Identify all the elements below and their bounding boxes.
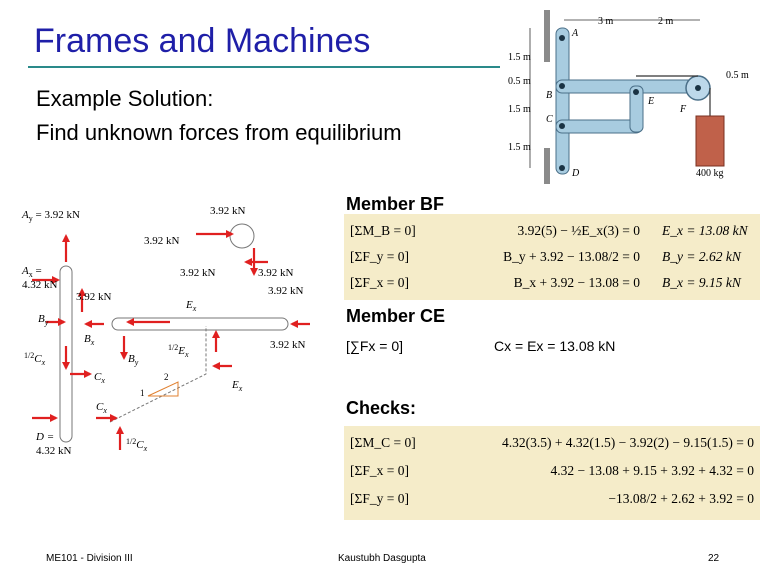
bf-row-1-condition: [ΣM_B = 0] bbox=[350, 223, 416, 238]
bf-row-3-condition: [ΣF_x = 0] bbox=[350, 275, 409, 290]
label-ex-right: Ex bbox=[231, 379, 243, 393]
check-row-1-equation: 4.32(3.5) + 4.32(1.5) − 3.92(2) − 9.15(1… bbox=[501, 435, 754, 450]
pin-c bbox=[559, 123, 565, 129]
fbd-pulley bbox=[229, 223, 255, 249]
point-a-label: A bbox=[571, 28, 579, 39]
point-d-label: D bbox=[571, 168, 580, 179]
pin-a bbox=[559, 35, 565, 41]
bf-row-2-equation: B_y + 3.92 − 13.08/2 = 0 bbox=[503, 249, 640, 264]
member-ce bbox=[555, 119, 643, 134]
bf-row-3-equation: B_x + 3.92 − 13.08 = 0 bbox=[513, 275, 640, 290]
member-ce-result: Cx = Ex = 13.08 kN bbox=[494, 338, 616, 354]
slide-title: Frames and Machines bbox=[34, 22, 371, 60]
checks-heading: Checks: bbox=[346, 398, 417, 418]
label-half-cx-low: 1/2Cx bbox=[126, 437, 148, 453]
fbd-vertical-member bbox=[59, 265, 73, 443]
title-underline bbox=[28, 66, 500, 68]
frame-figure: 3 m 2 m 1.5 m 0.5 m 1.5 m 1.5 m 0.5 m A … bbox=[508, 10, 749, 184]
point-e-label: E bbox=[647, 96, 654, 107]
bf-row-1-equation: 3.92(5) − ½E_x(3) = 0 bbox=[517, 223, 640, 238]
label-half-ex: 1/2Ex bbox=[168, 343, 189, 359]
label-d: D = bbox=[35, 431, 54, 443]
label-ax: Ax = bbox=[21, 265, 42, 279]
member-ce-condition: [∑Fx = 0] bbox=[346, 338, 404, 354]
check-row-3-equation: −13.08/2 + 2.62 + 3.92 = 0 bbox=[608, 491, 754, 506]
label-ex-top: Ex bbox=[185, 299, 197, 313]
check-row-3: [ΣF_y = 0] −13.08/2 + 2.62 + 3.92 = 0 bbox=[350, 488, 754, 510]
dim-3m-label: 3 m bbox=[598, 16, 614, 27]
label-load2: 3.92 kN bbox=[144, 235, 180, 247]
label-ax-value: 4.32 kN bbox=[22, 279, 58, 291]
bf-row-1: [ΣM_B = 0] 3.92(5) − ½E_x(3) = 0 E_x = 1… bbox=[350, 220, 754, 242]
label-by-mid: By bbox=[128, 353, 139, 367]
slope-1-label: 1 bbox=[140, 388, 145, 398]
pin-b bbox=[559, 83, 565, 89]
label-load7: 3.92 kN bbox=[270, 339, 306, 351]
bf-row-3: [ΣF_x = 0] B_x + 3.92 − 13.08 = 0 B_x = … bbox=[350, 272, 754, 294]
check-row-2-condition: [ΣF_x = 0] bbox=[350, 463, 409, 478]
bf-row-2-condition: [ΣF_y = 0] bbox=[350, 249, 409, 264]
label-load4: 3.92 kN bbox=[258, 267, 294, 279]
pulley-pin bbox=[695, 85, 701, 91]
point-f-label: F bbox=[679, 104, 687, 115]
label-by-left: By bbox=[38, 313, 49, 327]
member-ce-riser bbox=[629, 85, 644, 133]
dim-2m-label: 2 m bbox=[658, 16, 674, 27]
label-bx: Bx bbox=[84, 333, 95, 347]
fbd-member-ce bbox=[109, 326, 207, 423]
member-bf-heading: Member BF bbox=[346, 194, 445, 214]
label-cx-low: Cx bbox=[96, 401, 107, 415]
label-load3: 3.92 kN bbox=[180, 267, 216, 279]
footer-course: ME101 - Division III bbox=[46, 553, 133, 564]
mass-label: 400 kg bbox=[696, 168, 724, 179]
pin-e bbox=[633, 89, 639, 95]
dim-1-5m-mid-label: 1.5 m bbox=[508, 104, 531, 115]
vertical-member bbox=[555, 27, 570, 175]
fbd-member-bf bbox=[111, 317, 289, 331]
point-c-label: C bbox=[546, 114, 553, 125]
member-bf bbox=[555, 79, 703, 94]
bf-row-2-result: B_y = 2.62 kN bbox=[662, 249, 741, 264]
dim-1-5m-top-label: 1.5 m bbox=[508, 52, 531, 63]
check-row-2: [ΣF_x = 0] 4.32 − 13.08 + 9.15 + 3.92 + … bbox=[350, 460, 754, 482]
bf-row-1-result: E_x = 13.08 kN bbox=[662, 223, 748, 238]
subtitle-example: Example Solution: bbox=[36, 86, 214, 111]
label-half-cx-left: 1/2Cx bbox=[24, 351, 46, 367]
label-load5: 3.92 kN bbox=[76, 291, 112, 303]
footer-author: Kaustubh Dasgupta bbox=[338, 553, 426, 564]
wall-bottom bbox=[544, 148, 550, 184]
checks-equations: [ΣM_C = 0] 4.32(3.5) + 4.32(1.5) − 3.92(… bbox=[344, 426, 760, 520]
bf-row-2: [ΣF_y = 0] B_y + 3.92 − 13.08/2 = 0 B_y … bbox=[350, 246, 754, 268]
force-arrows bbox=[32, 230, 310, 450]
wall-top bbox=[544, 10, 550, 62]
subtitle-task: Find unknown forces from equilibrium bbox=[36, 120, 402, 145]
bf-row-3-result: B_x = 9.15 kN bbox=[662, 275, 741, 290]
check-row-3-condition: [ΣF_y = 0] bbox=[350, 491, 409, 506]
label-d-value: 4.32 kN bbox=[36, 445, 72, 457]
member-bf-equations: [ΣM_B = 0] 3.92(5) − ½E_x(3) = 0 E_x = 1… bbox=[344, 214, 760, 300]
label-cx-mid: Cx bbox=[94, 371, 105, 385]
radius-label: 0.5 m bbox=[726, 70, 749, 81]
footer-page-number: 22 bbox=[708, 553, 720, 564]
label-ay: Ay = 3.92 kN bbox=[21, 209, 80, 223]
mass-block bbox=[695, 115, 725, 167]
dim-1-5m-bot-label: 1.5 m bbox=[508, 142, 531, 153]
member-ce-heading: Member CE bbox=[346, 306, 446, 326]
slope-triangle bbox=[147, 381, 179, 397]
slope-2-label: 2 bbox=[164, 372, 169, 382]
check-row-1-condition: [ΣM_C = 0] bbox=[350, 435, 416, 450]
fbd-figure: 2 1 Ay = 3.92 kN Ax = 4.32 kN 3.92 kN 3.… bbox=[21, 205, 310, 457]
dim-0-5m-label: 0.5 m bbox=[508, 76, 531, 87]
pin-d bbox=[559, 165, 565, 171]
check-row-1: [ΣM_C = 0] 4.32(3.5) + 4.32(1.5) − 3.92(… bbox=[350, 432, 754, 454]
point-b-label: B bbox=[546, 90, 552, 101]
label-load6: 3.92 kN bbox=[268, 285, 304, 297]
check-row-2-equation: 4.32 − 13.08 + 9.15 + 3.92 + 4.32 = 0 bbox=[550, 463, 754, 478]
label-load1: 3.92 kN bbox=[210, 205, 246, 217]
